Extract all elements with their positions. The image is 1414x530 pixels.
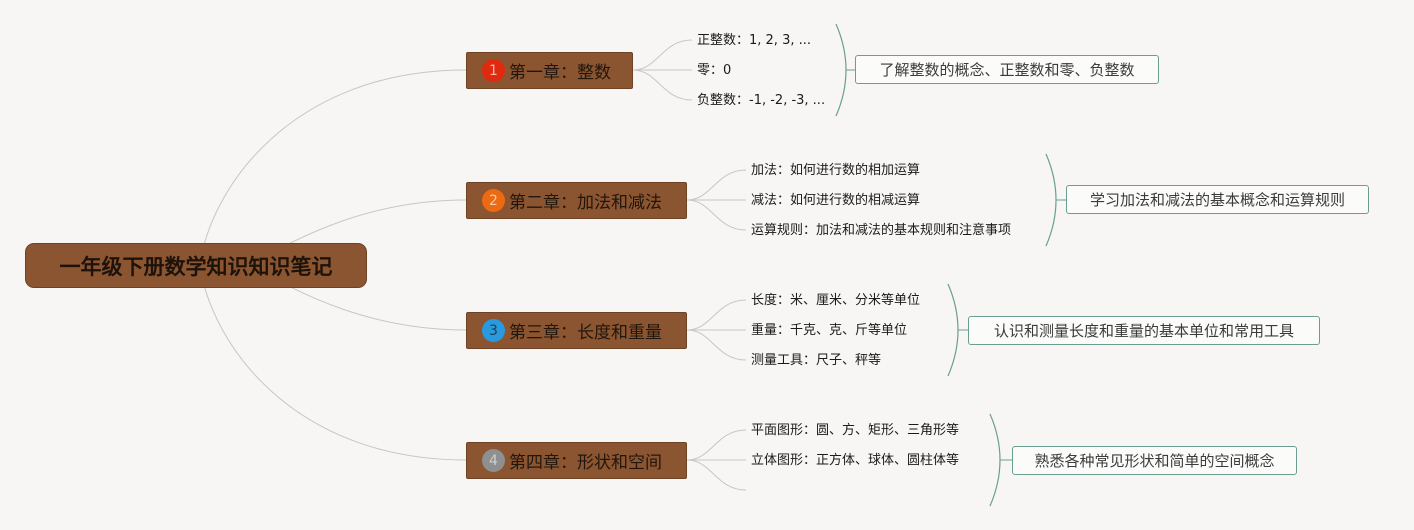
branch-line-chapter-4 xyxy=(199,264,467,461)
detail-line-chapter-2-3 xyxy=(686,199,747,231)
chapter-3-detail-2[interactable]: 重量：千克、克、斤等单位 xyxy=(751,323,908,338)
chapter-3-detail-3[interactable]: 测量工具：尺子、秤等 xyxy=(751,353,882,368)
chapter-2-badge: 2 xyxy=(482,189,505,212)
chapter-1-badge: 1 xyxy=(482,59,505,82)
summary-brace-chapter-4 xyxy=(989,413,1001,507)
chapter-2-label: 第二章：加法和减法 xyxy=(509,193,662,213)
detail-line-chapter-4-1 xyxy=(686,429,747,461)
summary-brace-chapter-2 xyxy=(1045,153,1057,247)
chapter-4-badge: 4 xyxy=(482,449,505,472)
chapter-3-node[interactable]: 3 第三章：长度和重量 xyxy=(466,312,687,349)
summary-brace-chapter-1 xyxy=(835,23,847,117)
chapter-2-summary[interactable]: 学习加法和减法的基本概念和运算规则 xyxy=(1066,185,1369,214)
chapter-3-badge: 3 xyxy=(482,319,505,342)
chapter-4-summary-text: 熟悉各种常见形状和简单的空间概念 xyxy=(1034,452,1275,470)
detail-line-chapter-1-1 xyxy=(632,39,693,71)
chapter-2-detail-1[interactable]: 加法：如何进行数的相加运算 xyxy=(751,163,921,178)
chapter-4-detail-1[interactable]: 平面图形：圆、方、矩形、三角形等 xyxy=(751,423,960,438)
detail-line-chapter-3-3 xyxy=(686,329,747,361)
chapter-2-detail-2[interactable]: 减法：如何进行数的相减运算 xyxy=(751,193,921,208)
chapter-3-summary-text: 认识和测量长度和重量的基本单位和常用工具 xyxy=(993,322,1294,340)
chapter-1-label: 第一章：整数 xyxy=(509,63,611,83)
detail-line-chapter-4-3 xyxy=(686,459,747,491)
root-topic-label: 一年级下册数学知识知识笔记 xyxy=(59,254,333,279)
chapter-2-node[interactable]: 2 第二章：加法和减法 xyxy=(466,182,687,219)
chapter-1-detail-1[interactable]: 正整数：1, 2, 3, ... xyxy=(697,33,812,48)
chapter-3-label: 第三章：长度和重量 xyxy=(509,323,662,343)
chapter-4-summary[interactable]: 熟悉各种常见形状和简单的空间概念 xyxy=(1012,446,1297,475)
chapter-1-detail-2[interactable]: 零：0 xyxy=(697,63,732,78)
chapter-4-detail-2[interactable]: 立体图形：正方体、球体、圆柱体等 xyxy=(751,453,960,468)
chapter-2-summary-text: 学习加法和减法的基本概念和运算规则 xyxy=(1089,191,1345,209)
detail-line-chapter-1-3 xyxy=(632,69,693,101)
chapter-3-detail-1[interactable]: 长度：米、厘米、分米等单位 xyxy=(751,293,921,308)
detail-line-chapter-2-1 xyxy=(686,169,747,201)
chapter-2-detail-3[interactable]: 运算规则：加法和减法的基本规则和注意事项 xyxy=(751,223,1012,238)
detail-line-chapter-3-1 xyxy=(686,299,747,331)
root-topic[interactable]: 一年级下册数学知识知识笔记 xyxy=(25,243,367,288)
chapter-1-detail-3[interactable]: 负整数：-1, -2, -3, ... xyxy=(697,93,826,108)
chapter-1-summary[interactable]: 了解整数的概念、正整数和零、负整数 xyxy=(855,55,1159,84)
summary-brace-chapter-3 xyxy=(947,283,959,377)
branch-line-chapter-1 xyxy=(199,69,467,266)
chapter-4-label: 第四章：形状和空间 xyxy=(509,453,662,473)
chapter-1-summary-text: 了解整数的概念、正整数和零、负整数 xyxy=(879,61,1135,79)
chapter-4-node[interactable]: 4 第四章：形状和空间 xyxy=(466,442,687,479)
chapter-3-summary[interactable]: 认识和测量长度和重量的基本单位和常用工具 xyxy=(968,316,1320,345)
chapter-1-node[interactable]: 1 第一章：整数 xyxy=(466,52,633,89)
